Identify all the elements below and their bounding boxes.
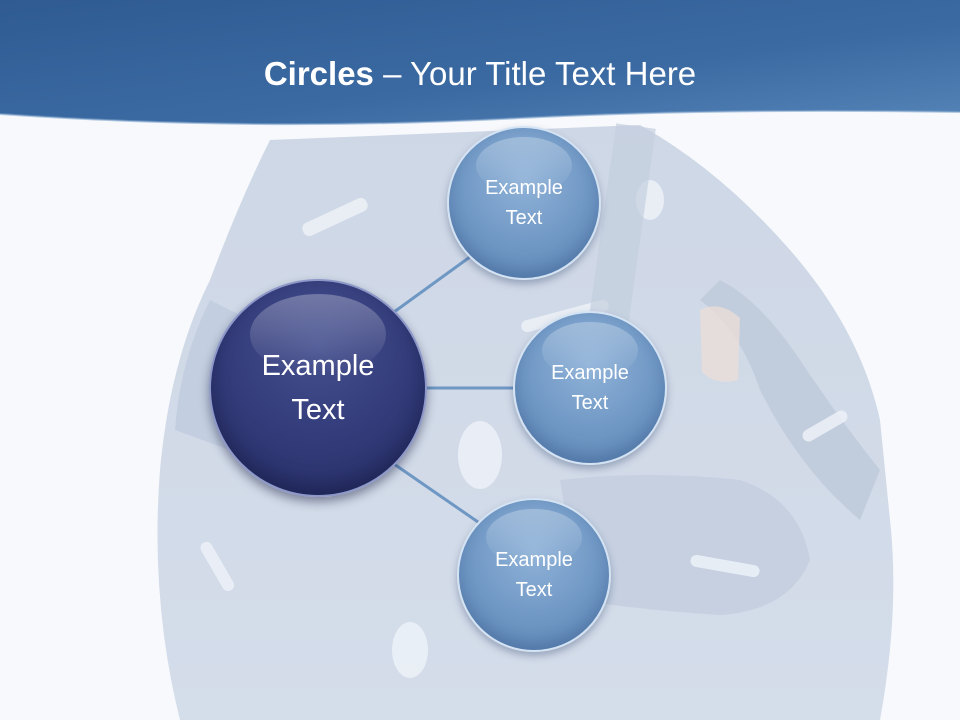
header-banner	[0, 0, 960, 126]
center-circle: Example Text	[209, 279, 427, 497]
circle-bottom: Example Text	[457, 498, 611, 652]
title-rest: – Your Title Text Here	[373, 55, 697, 92]
circle-bottom-label: Example Text	[495, 549, 573, 601]
circle-top: Example Text	[447, 126, 601, 280]
center-circle-label: Example Text	[261, 350, 375, 426]
connector-bottom	[393, 462, 479, 524]
page-title: Circles – Your Title Text Here	[0, 52, 960, 96]
title-bold: Circles	[263, 55, 374, 92]
circle-middle: Example Text	[513, 311, 667, 465]
circle-middle-label: Example Text	[551, 362, 629, 414]
circle-top-label: Example Text	[485, 177, 563, 229]
connector-top	[393, 252, 475, 314]
